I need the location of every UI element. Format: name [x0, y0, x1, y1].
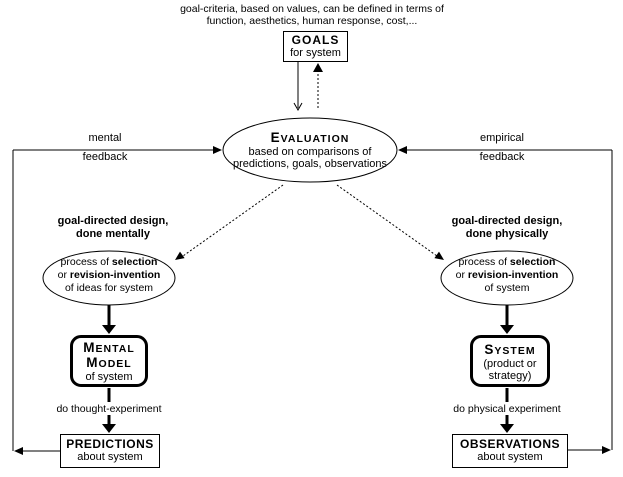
- right-process-line2-bold: revision-invention: [467, 269, 559, 281]
- right-branch-heading-line1: goal-directed design,: [451, 215, 563, 227]
- right-process-line1-pre: process of: [458, 256, 510, 268]
- left-process-dotted-arrowhead-icon: [175, 251, 185, 260]
- evaluation-title: EVALUATION: [270, 130, 350, 146]
- right-process-line1-bold: selection: [509, 256, 556, 268]
- right-process-to-system-arrowhead-icon: [500, 325, 514, 334]
- observations-subtitle: about system: [477, 451, 543, 463]
- goal-criteria-caption-line1: goal-criteria, based on values, can be d…: [180, 3, 444, 15]
- left-process-line2-pre: or: [57, 269, 70, 281]
- right-process-line2-pre: or: [455, 269, 468, 281]
- evaluation-to-goals-arrowhead-icon: [313, 63, 323, 72]
- left-process-ellipse: [42, 250, 176, 306]
- evaluation-desc-line2: predictions, goals, observations: [232, 158, 388, 170]
- right-branch-heading: goal-directed design, done physically: [422, 215, 592, 241]
- right-process-line1: process of selection: [437, 256, 577, 269]
- goal-criteria-caption: goal-criteria, based on values, can be d…: [157, 3, 467, 27]
- action-to-predictions-arrowhead-icon: [102, 424, 116, 433]
- left-action-label: do thought-experiment: [56, 403, 162, 415]
- system-title: SYSTEM: [484, 342, 536, 358]
- mental-feedback-label-line1: mental: [88, 132, 122, 144]
- left-process-line1-pre: process of: [60, 256, 112, 268]
- goals-node: GOALS for system: [283, 31, 348, 62]
- empirical-feedback-label-line2: feedback: [479, 151, 525, 163]
- empirical-feedback-label-line1: empirical: [479, 132, 524, 144]
- mental-model-title-line1: MENTAL: [83, 340, 135, 356]
- left-branch-heading-line2: done mentally: [76, 228, 150, 240]
- left-process-line2: or revision-invention: [39, 269, 179, 282]
- evaluation-desc-line1: based on comparisons of: [248, 146, 372, 158]
- goal-criteria-caption-line2: function, aesthetics, human response, co…: [206, 15, 418, 27]
- evaluation-to-left-process-dotted-line: [182, 184, 284, 257]
- action-to-observations-arrowhead-icon: [500, 424, 514, 433]
- left-process-line1: process of selection: [39, 256, 179, 269]
- right-action-label: do physical experiment: [453, 403, 561, 415]
- empirical-feedback-arrowhead-icon: [398, 146, 407, 154]
- predictions-feedback-arrowhead-icon: [14, 447, 23, 455]
- right-process-line3: of system: [484, 282, 530, 294]
- mental-model-title-line2: MODEL: [86, 355, 132, 371]
- left-branch-heading: goal-directed design, done mentally: [28, 215, 198, 241]
- evaluation-node: EVALUATION based on comparisons of predi…: [223, 130, 397, 171]
- right-process-node: process of selection or revision-inventi…: [437, 256, 577, 295]
- right-process-ellipse: [440, 250, 574, 306]
- observations-feedback-arrowhead-icon: [602, 446, 611, 454]
- evaluation-to-right-process-dotted-line: [336, 184, 438, 257]
- system-node: SYSTEM (product or strategy): [470, 335, 550, 387]
- left-process-to-model-arrowhead-icon: [102, 325, 116, 334]
- left-process-line3: of ideas for system: [64, 282, 154, 294]
- goals-title: GOALS: [291, 33, 340, 47]
- mental-model-node: MENTAL MODEL of system: [70, 335, 148, 387]
- mental-model-subtitle: of system: [85, 371, 133, 383]
- predictions-subtitle: about system: [77, 451, 143, 463]
- evaluation-ellipse: [222, 117, 398, 183]
- goals-to-evaluation-arrowhead-icon: [293, 102, 303, 112]
- left-branch-heading-line1: goal-directed design,: [57, 215, 169, 227]
- right-process-line2: or revision-invention: [437, 269, 577, 282]
- mental-feedback-arrowhead-icon: [213, 146, 222, 154]
- left-process-line1-bold: selection: [111, 256, 158, 268]
- mental-feedback-label-line2: feedback: [82, 151, 128, 163]
- system-subtitle-line1: (product or: [483, 358, 537, 370]
- observations-node: OBSERVATIONS about system: [452, 434, 568, 468]
- predictions-title: PREDICTIONS: [66, 437, 154, 451]
- right-process-dotted-arrowhead-icon: [434, 251, 444, 260]
- goals-subtitle: for system: [290, 47, 341, 59]
- left-process-node: process of selection or revision-inventi…: [39, 256, 179, 295]
- left-process-line2-bold: revision-invention: [69, 269, 161, 281]
- observations-title: OBSERVATIONS: [459, 437, 560, 451]
- right-branch-heading-line2: done physically: [465, 228, 549, 240]
- predictions-node: PREDICTIONS about system: [60, 434, 160, 468]
- system-subtitle-line2: strategy): [488, 370, 532, 382]
